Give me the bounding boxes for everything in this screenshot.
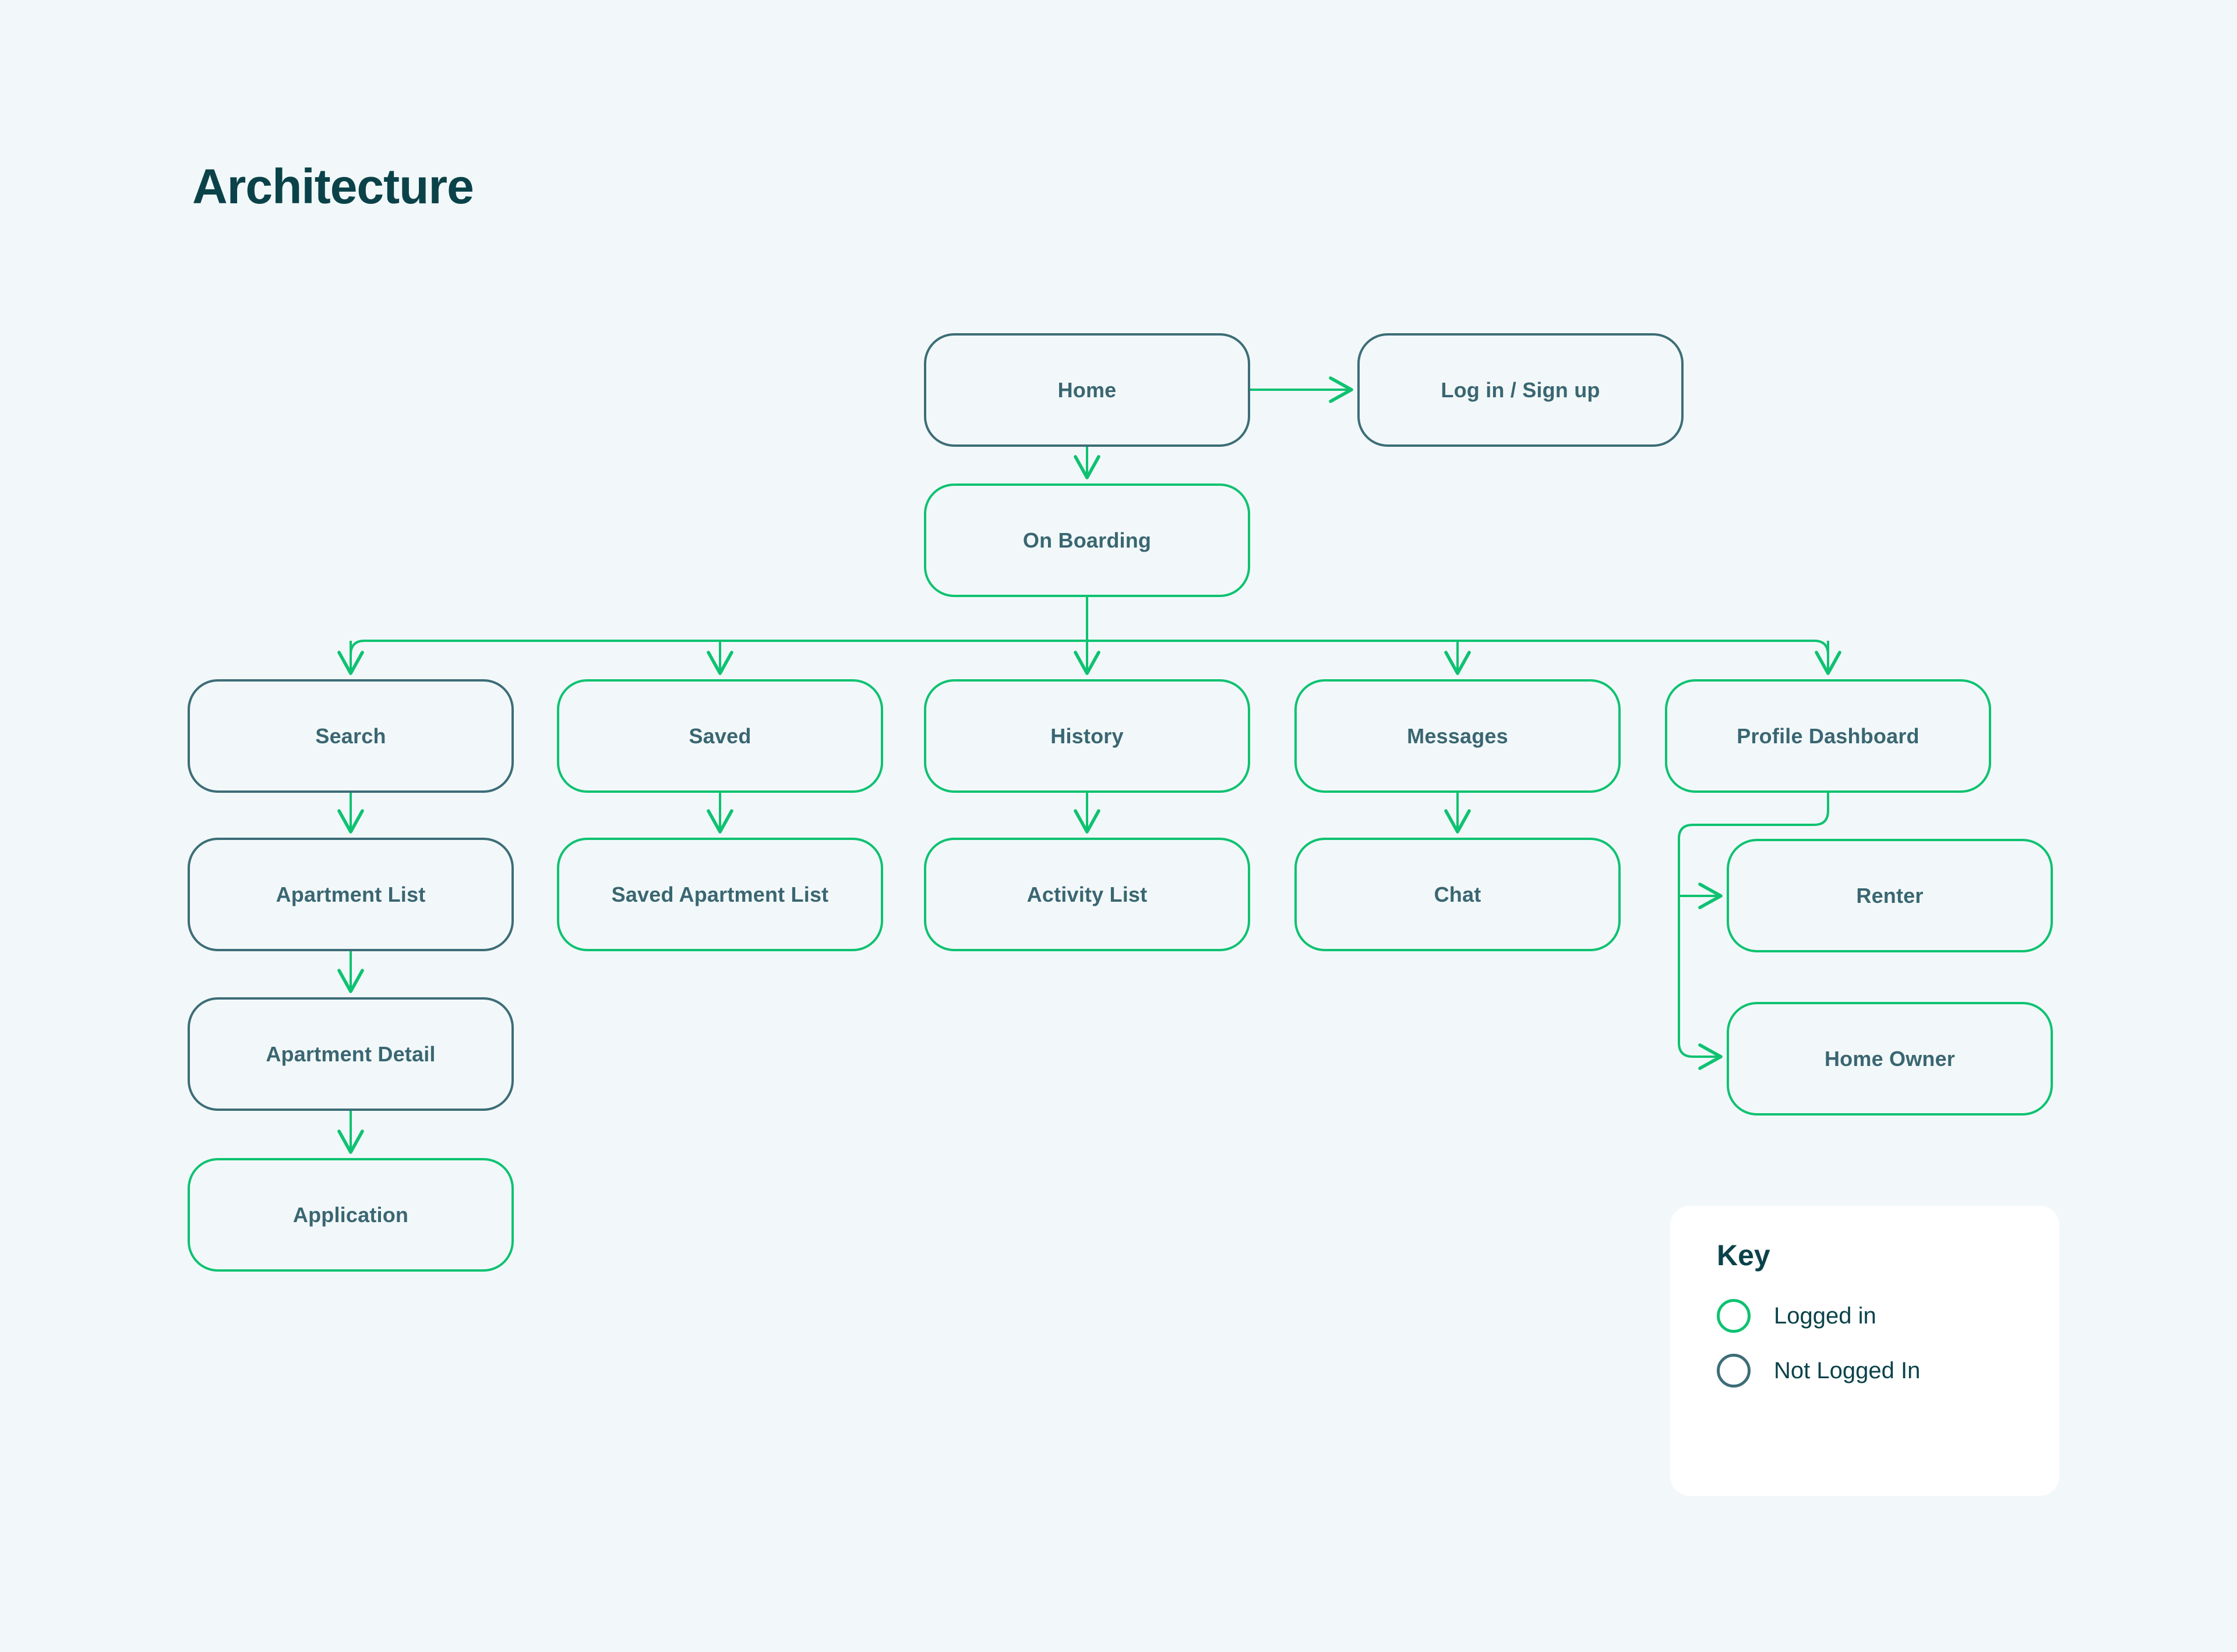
key-item-not-logged-in: Not Logged In bbox=[1717, 1354, 2059, 1388]
node-history[interactable]: History bbox=[924, 679, 1250, 793]
node-label: Application bbox=[292, 1202, 409, 1227]
node-home-owner[interactable]: Home Owner bbox=[1727, 1002, 2053, 1116]
node-saved[interactable]: Saved bbox=[557, 679, 883, 793]
node-label: Saved bbox=[689, 723, 751, 748]
node-login-signup[interactable]: Log in / Sign up bbox=[1357, 333, 1684, 447]
node-renter[interactable]: Renter bbox=[1727, 839, 2053, 952]
key-item-label: Logged in bbox=[1774, 1302, 1876, 1329]
node-label: Saved Apartment List bbox=[611, 882, 829, 906]
node-label: Profile Dashboard bbox=[1737, 723, 1920, 748]
distribution-bus bbox=[350, 640, 1829, 673]
node-label: On Boarding bbox=[1022, 528, 1152, 552]
node-apartment-detail[interactable]: Apartment Detail bbox=[188, 997, 514, 1111]
node-label: Messages bbox=[1407, 723, 1508, 748]
node-on-boarding[interactable]: On Boarding bbox=[924, 483, 1250, 597]
node-activity-list[interactable]: Activity List bbox=[924, 838, 1250, 951]
node-home[interactable]: Home bbox=[924, 333, 1250, 447]
node-saved-apartment-list[interactable]: Saved Apartment List bbox=[557, 838, 883, 951]
node-chat[interactable]: Chat bbox=[1294, 838, 1621, 951]
node-apartment-list[interactable]: Apartment List bbox=[188, 838, 514, 951]
circle-icon-not-logged-in bbox=[1717, 1354, 1751, 1388]
node-label: Home Owner bbox=[1824, 1046, 1956, 1071]
node-label: Chat bbox=[1434, 882, 1481, 906]
node-label: Log in / Sign up bbox=[1441, 377, 1600, 402]
node-label: Activity List bbox=[1026, 882, 1148, 906]
node-label: Renter bbox=[1856, 883, 1924, 908]
key-item-label: Not Logged In bbox=[1774, 1357, 1921, 1383]
node-label: Search bbox=[315, 723, 386, 748]
node-label: Home bbox=[1057, 377, 1117, 402]
node-label: Apartment Detail bbox=[266, 1042, 436, 1066]
node-search[interactable]: Search bbox=[188, 679, 514, 793]
node-application[interactable]: Application bbox=[188, 1158, 514, 1272]
key-legend-card: Key Logged in Not Logged In bbox=[1670, 1206, 2059, 1496]
node-profile-dashboard[interactable]: Profile Dashboard bbox=[1665, 679, 1991, 793]
page-title: Architecture bbox=[192, 159, 474, 214]
node-label: History bbox=[1050, 723, 1124, 748]
circle-icon-logged-in bbox=[1717, 1299, 1751, 1333]
node-label: Apartment List bbox=[276, 882, 426, 906]
key-item-logged-in: Logged in bbox=[1717, 1299, 2059, 1333]
node-messages[interactable]: Messages bbox=[1294, 679, 1621, 793]
key-title: Key bbox=[1717, 1239, 1770, 1272]
